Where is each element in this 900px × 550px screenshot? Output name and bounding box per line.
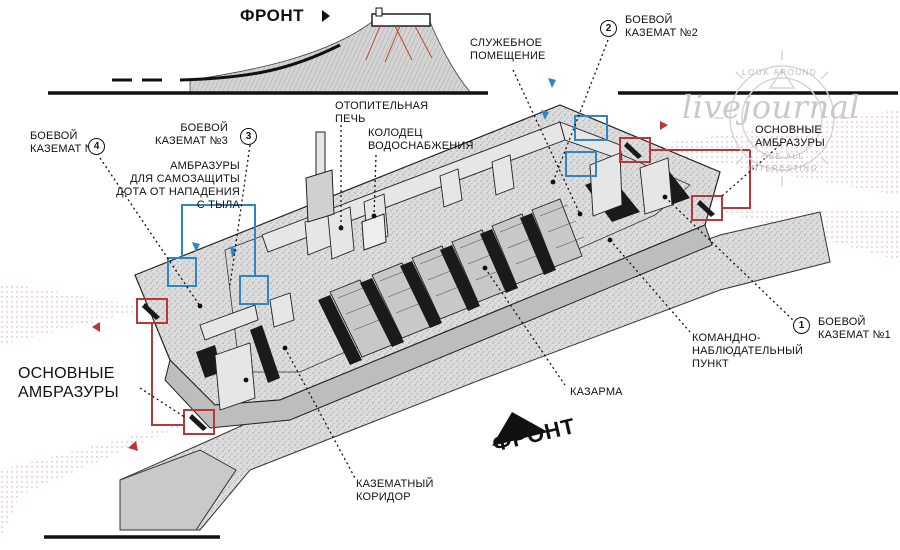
stove: [305, 169, 335, 223]
label-rear-embrasures: АМБРАЗУРЫ ДЛЯ САМОЗАЩИТЫ ДОТА ОТ НАПАДЕН…: [116, 160, 240, 211]
watermark-top: LOOK AROUND: [742, 68, 818, 77]
section-fire-lines: [365, 25, 433, 63]
watermark-bottom-1: SEE ALL: [762, 152, 805, 161]
barracks-bunks: [329, 198, 583, 358]
section-stove-pipe: [375, 7, 383, 17]
embrasure-slits: [142, 142, 715, 431]
label-casemate-1: БОЕВОЙ КАЗЕМАТ №1: [818, 316, 891, 341]
front-arrow-top-icon: [322, 10, 330, 22]
label-water-well: КОЛОДЕЦ ВОДОСНАБЖЕНИЯ: [368, 127, 474, 152]
front-label-top: ФРОНТ: [240, 6, 305, 25]
label-barracks: КАЗАРМА: [570, 386, 623, 398]
cross-section: [48, 7, 898, 95]
number-badge-1: 1: [793, 317, 810, 334]
label-heating-stove: ОТОПИТЕЛЬНАЯ ПЕЧЬ: [335, 100, 429, 125]
fire-arrow-icons: [92, 121, 668, 451]
label-service-room: СЛУЖЕБНОЕ ПОМЕЩЕНИЕ: [470, 37, 546, 62]
label-casemate-3: БОЕВОЙ КАЗЕМАТ №3: [155, 122, 228, 147]
bunker-body: [134, 104, 721, 429]
label-main-embrasures-right: ОСНОВНЫЕ АМБРАЗУРЫ: [755, 124, 825, 149]
watermark-compass-icon: [714, 50, 850, 186]
number-badge-4: 4: [88, 138, 105, 155]
watermark-brand: livejournal: [682, 88, 860, 126]
leader-lines: [99, 39, 796, 479]
rear-embrasure-markers: [167, 115, 608, 305]
watermark-bottom-2: INTERESTING: [748, 164, 819, 173]
label-command-post: КОМАНДНО- НАБЛЮДАТЕЛЬНЫЙ ПУНКТ: [692, 332, 804, 370]
rear-arrow-icons: [192, 78, 556, 258]
main-embrasure-markers: [136, 137, 751, 435]
label-main-embrasures-left: ОСНОВНЫЕ АМБРАЗУРЫ: [18, 365, 119, 401]
label-casemate-corridor: КАЗЕМАТНЫЙ КОРИДОР: [356, 478, 434, 503]
number-badge-3: 3: [240, 128, 257, 145]
label-casemate-2: БОЕВОЙ КАЗЕМАТ №2: [625, 14, 698, 39]
front-arrow-bottom-icon: [492, 412, 548, 446]
number-badge-2: 2: [600, 20, 617, 37]
well: [361, 213, 387, 251]
section-bunker: [371, 13, 431, 27]
